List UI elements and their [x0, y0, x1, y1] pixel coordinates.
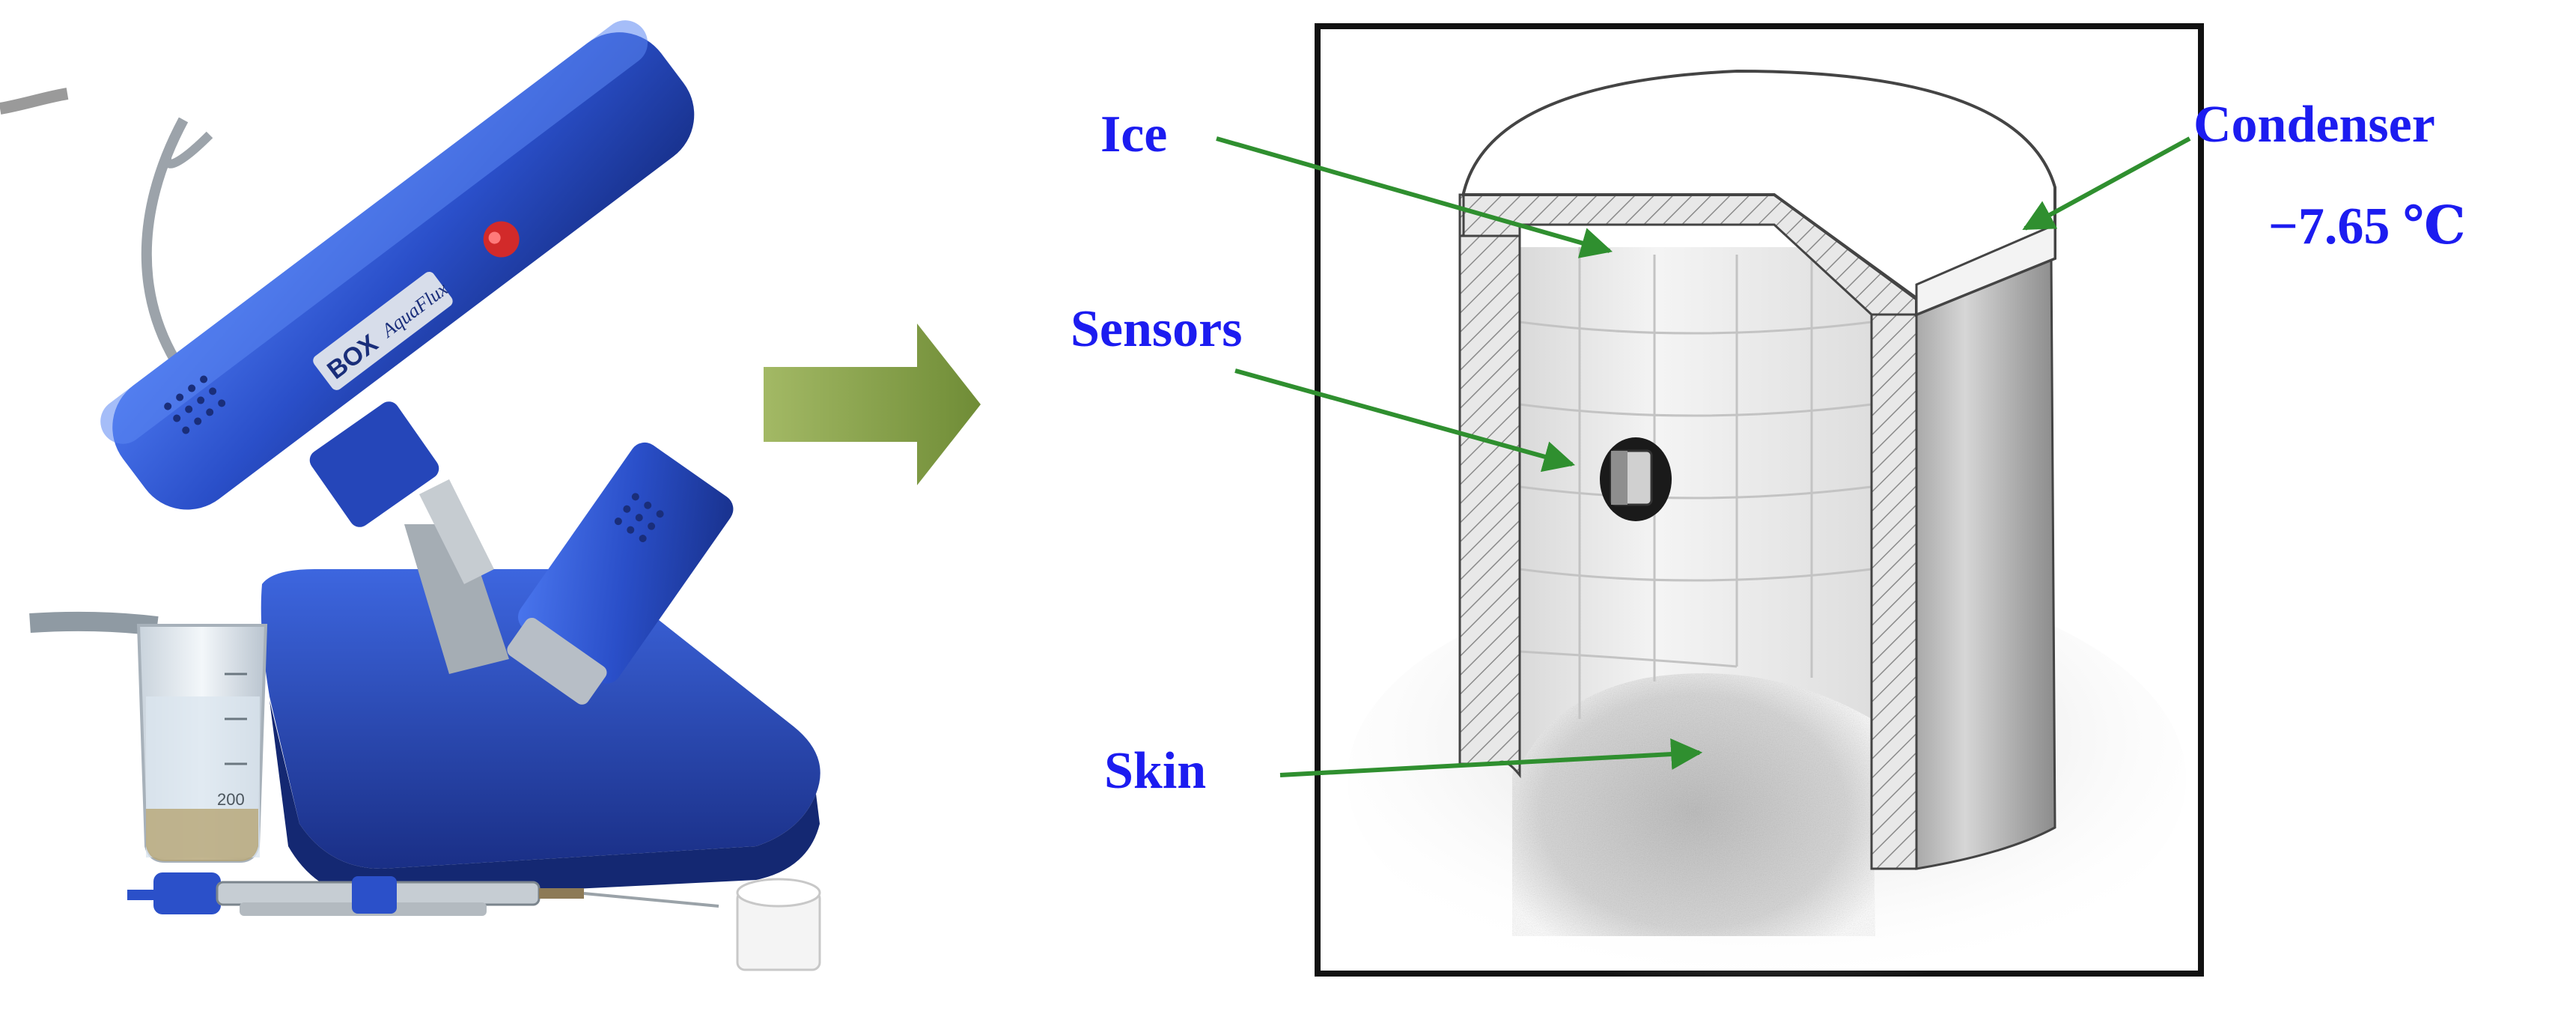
sensor [1600, 437, 1672, 521]
temperature-label: −7.65 ℃ [2268, 201, 2466, 253]
device-photo: BOX AquaFlux 200 [0, 11, 820, 970]
outer-shell [1916, 255, 2055, 869]
skin-label: Skin [1104, 745, 1206, 798]
beaker-text: 200 [217, 790, 245, 809]
beaker: 200 [138, 625, 266, 861]
condenser-label: Condenser [2193, 99, 2435, 151]
transition-arrow [764, 324, 981, 485]
ice-label: Ice [1100, 109, 1167, 161]
sensors-label: Sensors [1071, 303, 1242, 356]
cross-section-diagram [1217, 26, 2201, 989]
device-cable [0, 94, 67, 109]
white-cap [737, 879, 820, 970]
left-wall-cut [1460, 236, 1520, 775]
right-wall-cut [1872, 315, 1916, 869]
